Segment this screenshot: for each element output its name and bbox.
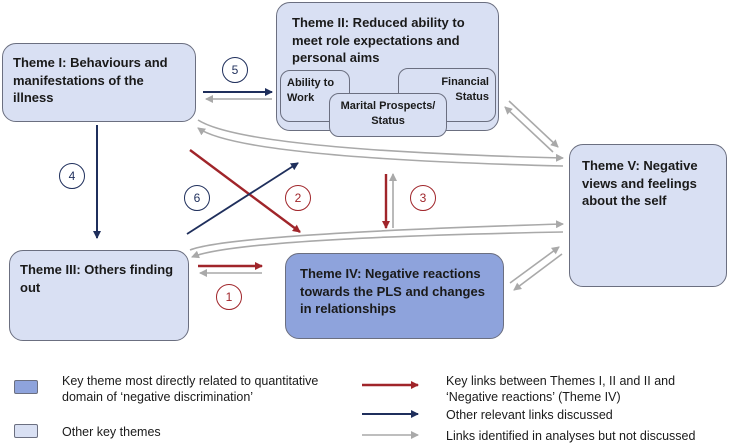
legend-text-identified-links: Links identified in analyses but not dis… [446, 429, 696, 443]
theme-2-sub-financial-label: Financial Status [441, 76, 489, 103]
theme-2-sub-marital-label: Marital Prospects/ Status [340, 100, 436, 127]
legend-swatch-other-themes [14, 424, 38, 438]
arrow-theme3-to-theme5 [189, 220, 564, 251]
link-number-3: 3 [410, 185, 436, 211]
theme-1-title: Theme I: Behaviours and manifestations o… [13, 55, 168, 106]
theme-2-sub-work-label: Ability to Work [287, 77, 335, 104]
theme-4-title: Theme IV: Negative reactions towards the… [300, 266, 485, 317]
link-number-1: 1 [216, 284, 242, 310]
link-number-2: 2 [285, 185, 311, 211]
theme-5-title: Theme V: Negative views and feelings abo… [582, 158, 698, 209]
theme-2-title: Theme II: Reduced ability to meet role e… [292, 15, 465, 66]
link-number-5: 5 [222, 57, 248, 83]
theme-1-box: Theme I: Behaviours and manifestations o… [2, 43, 196, 122]
legend-text-other-links: Other relevant links discussed [446, 408, 613, 422]
arrow-theme2-to-theme5 [508, 100, 559, 148]
arrow-theme1-to-theme5 [197, 119, 564, 162]
arrow-theme5-to-theme3 [191, 231, 564, 259]
legend-text-other-themes: Other key themes [62, 425, 161, 439]
arrow-theme3-to-theme2 [186, 162, 299, 235]
arrow-theme5-to-theme2 [504, 106, 554, 153]
theme-2-sub-marital-status: Marital Prospects/ Status [329, 93, 447, 137]
arrow-theme5-to-theme4 [513, 253, 563, 291]
arrow-theme5-to-theme1 [197, 127, 564, 167]
arrow-theme1-to-theme4 [189, 149, 301, 233]
legend-text-key-theme: Key theme most directly related to quant… [62, 374, 319, 405]
legend-text-key-links: Key links between Themes I, II and II an… [446, 374, 676, 405]
link-number-4: 4 [59, 163, 85, 189]
theme-3-box: Theme III: Others finding out [9, 250, 189, 341]
arrow-theme4-to-theme5 [509, 246, 560, 284]
theme-4-box: Theme IV: Negative reactions towards the… [285, 253, 504, 339]
theme-5-box: Theme V: Negative views and feelings abo… [569, 144, 727, 287]
legend-swatch-key-theme [14, 380, 38, 394]
theme-3-title: Theme III: Others finding out [20, 262, 174, 295]
link-number-6: 6 [184, 185, 210, 211]
